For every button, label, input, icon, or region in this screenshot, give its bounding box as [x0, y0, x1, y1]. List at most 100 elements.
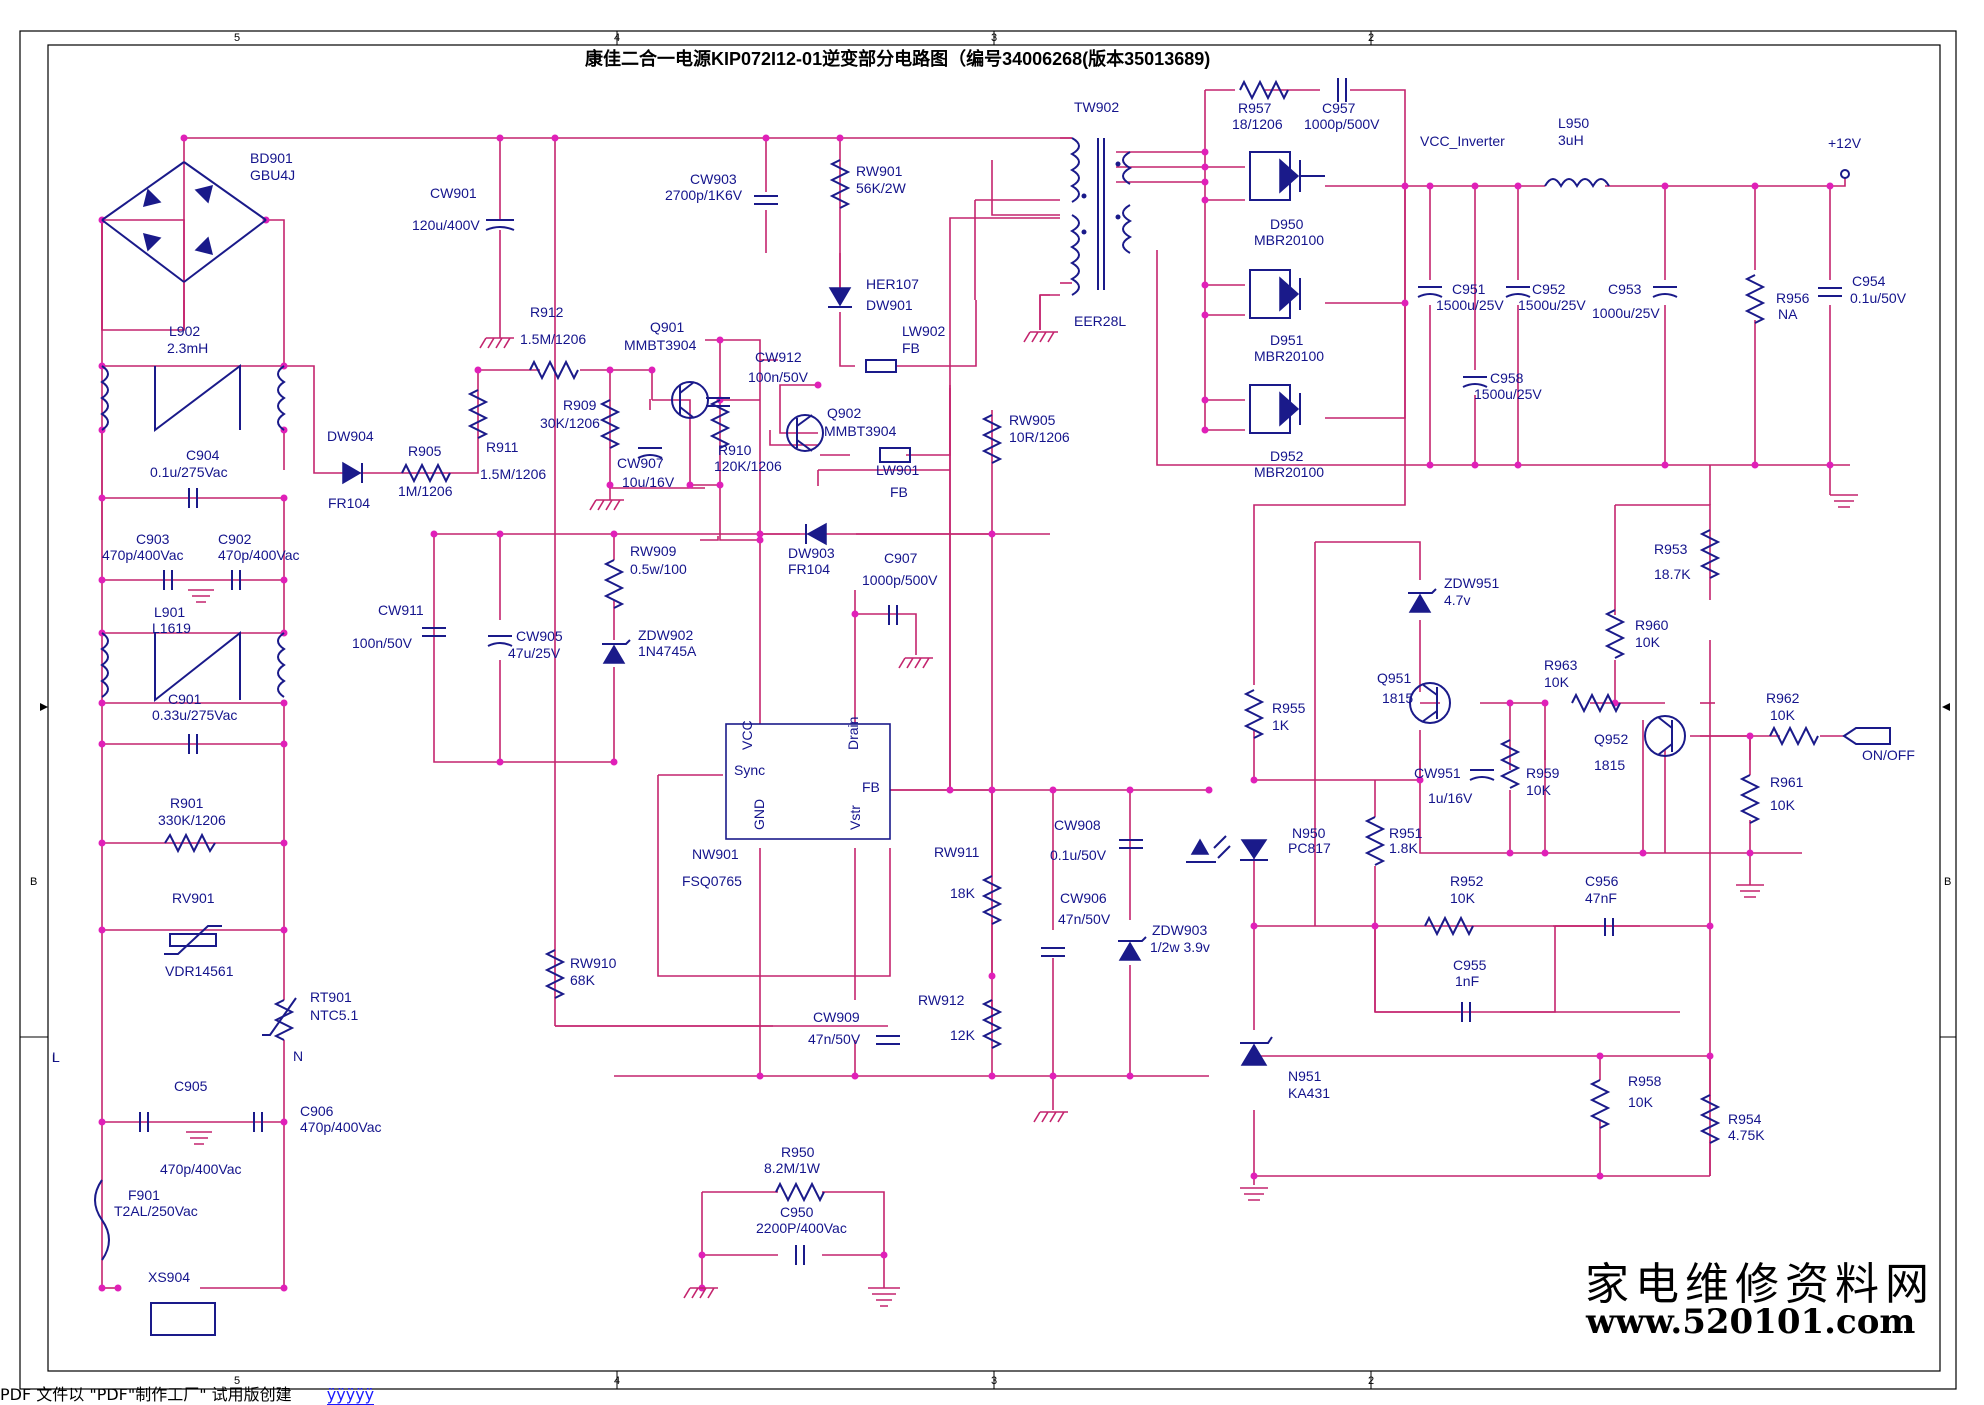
label-r958v: 10K — [1628, 1094, 1654, 1110]
ic-pin-vcc: VCC — [739, 720, 755, 750]
label-rt901v: NTC5.1 — [310, 1007, 358, 1023]
resistor-r958 — [1592, 1080, 1608, 1128]
frame-col-label: 3 — [991, 32, 997, 44]
label-d952: D952 — [1270, 448, 1304, 464]
label-r952: R952 — [1450, 873, 1484, 889]
label-rw911: RW911 — [934, 844, 980, 860]
label-dw901: DW901 — [866, 297, 913, 313]
label-cw901v: 120u/400V — [412, 217, 480, 233]
label-fsq0765: FSQ0765 — [682, 873, 742, 889]
watermark-url: www.520101.com — [1586, 1302, 1915, 1342]
label-onoff: ON/OFF — [1862, 747, 1915, 763]
ic-pin-vstr: Vstr — [847, 805, 863, 830]
label-q902: Q902 — [827, 405, 861, 421]
label-c956: C956 — [1585, 873, 1619, 889]
ground-symbols — [186, 332, 1858, 1306]
label-c907: C907 — [884, 550, 918, 566]
label-rw912v: 12K — [950, 1027, 976, 1043]
label-r958: R958 — [1628, 1073, 1662, 1089]
frame-col-label: 2 — [1368, 32, 1374, 44]
label-d950: D950 — [1270, 216, 1304, 232]
capacitor-c956 — [1605, 918, 1613, 936]
ic-pin-fb: FB — [862, 779, 880, 795]
label-r961v: 10K — [1770, 797, 1796, 813]
inductor-l901 — [102, 633, 284, 700]
label-l950: L950 — [1558, 115, 1589, 131]
label-zdw951: ZDW951 — [1444, 575, 1499, 591]
label-cw906v: 47n/50V — [1058, 911, 1111, 927]
capacitor-c950 — [796, 1245, 804, 1265]
transistor-q952 — [1645, 716, 1685, 756]
label-r951: R951 — [1389, 825, 1423, 841]
footer-link[interactable]: ÿÿÿÿÿ — [327, 1385, 374, 1405]
label-cw951: CW951 — [1414, 765, 1461, 781]
label-f901v: T2AL/250Vac — [114, 1203, 198, 1219]
label-r956v: NA — [1778, 306, 1798, 322]
label-rw905v: 10R/1206 — [1009, 429, 1070, 445]
label-c950v: 2200P/400Vac — [756, 1220, 847, 1236]
label-cw908v: 0.1u/50V — [1050, 847, 1107, 863]
label-cw909: CW909 — [813, 1009, 860, 1025]
frame-col-label: 2 — [1368, 1375, 1374, 1387]
capacitor-c951 — [1418, 287, 1442, 297]
label-cw951v: 1u/16V — [1428, 790, 1473, 806]
resistor-r905 — [402, 465, 450, 481]
resistor-r953 — [1702, 530, 1718, 578]
label-r909v: 30K/1206 — [540, 415, 600, 431]
label-r909: R909 — [563, 397, 597, 413]
shunt-regulator-n951 — [1240, 1037, 1272, 1065]
label-cw911v: 100n/50V — [352, 635, 413, 651]
diode-d951 — [1250, 270, 1300, 318]
label-c907v: 1000p/500V — [862, 572, 938, 588]
label-mbr: MBR20100 — [1254, 232, 1324, 248]
label-cw912v: 100n/50V — [748, 369, 809, 385]
resistor-r954 — [1702, 1095, 1718, 1143]
label-r953v: 18.7K — [1654, 566, 1691, 582]
label-r912: R912 — [530, 304, 564, 320]
connector-xs904 — [151, 1303, 215, 1335]
label-r954v: 4.75K — [1728, 1127, 1765, 1143]
label-rw912: RW912 — [918, 992, 965, 1008]
label-c958: C958 — [1490, 370, 1524, 386]
label-r911: R911 — [486, 439, 519, 455]
resistor-r909 — [602, 400, 618, 448]
label-c950: C950 — [780, 1204, 814, 1220]
label-ka431: KA431 — [1288, 1085, 1330, 1101]
label-r957: R957 — [1238, 100, 1272, 116]
label-r953: R953 — [1654, 541, 1688, 557]
label-r962v: 10K — [1770, 707, 1796, 723]
label-r951v: 1.8K — [1389, 840, 1418, 856]
frame-col-label: 5 — [234, 32, 240, 44]
label-lw902: LW902 — [902, 323, 946, 339]
on-off-connector[interactable] — [1844, 728, 1890, 744]
label-r954: R954 — [1728, 1111, 1762, 1127]
ic-pin-gnd: GND — [751, 799, 767, 830]
label-c956v: 47nF — [1585, 890, 1617, 906]
plus12v-terminal[interactable] — [1841, 170, 1849, 178]
label-cw907: CW907 — [617, 455, 664, 471]
resistor-r910 — [712, 400, 728, 448]
label-l902: L902 — [169, 323, 200, 339]
label-zdw951v: 4.7v — [1444, 592, 1470, 608]
capacitor-c952 — [1506, 287, 1530, 297]
label-r950v: 8.2M/1W — [764, 1160, 821, 1176]
label-cw908: CW908 — [1054, 817, 1101, 833]
label-fb1: FB — [902, 340, 920, 356]
label-c906: C906 — [300, 1103, 334, 1119]
label-cw906: CW906 — [1060, 890, 1107, 906]
inductor-l902 — [102, 366, 284, 430]
label-c906v: 470p/400Vac — [300, 1119, 381, 1135]
label-cw907v: 10u/16V — [622, 474, 675, 490]
label-c957: C957 — [1322, 100, 1356, 116]
label-r962: R962 — [1766, 690, 1800, 706]
label-c955: C955 — [1453, 957, 1487, 973]
inductor-l950 — [1545, 179, 1609, 186]
label-eer28l: EER28L — [1074, 313, 1126, 329]
label-r957v: 18/1206 — [1232, 116, 1283, 132]
frame-row-label: B — [1944, 876, 1951, 888]
label-c901: C901 — [168, 691, 202, 707]
label-dw903: DW903 — [788, 545, 835, 561]
label-c953: C953 — [1608, 281, 1642, 297]
label-rv901v: VDR14561 — [165, 963, 234, 979]
